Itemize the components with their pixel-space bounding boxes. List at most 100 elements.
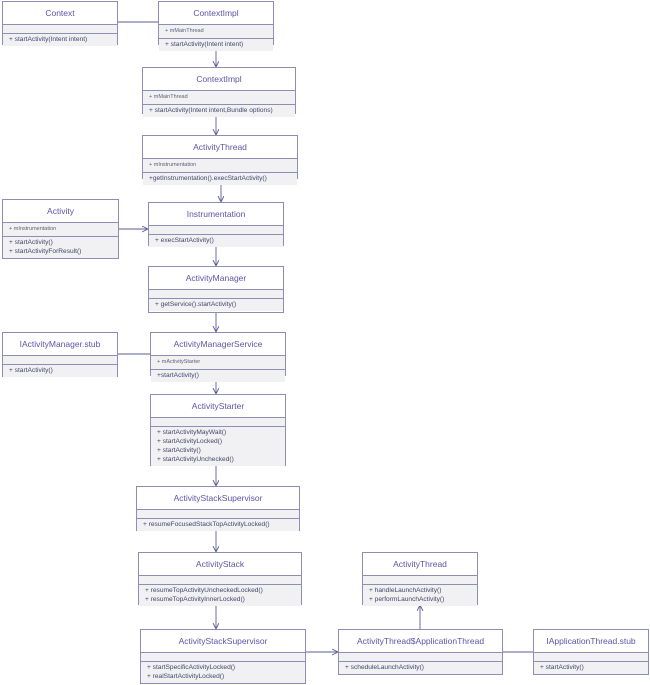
operation: + realStartActivityLocked() xyxy=(147,673,225,680)
attributes xyxy=(363,575,477,584)
class-name: ActivityThread$ApplicationThread xyxy=(356,636,485,646)
attribute: + mActivityStarter xyxy=(157,359,201,365)
class-iactivitymanager-stub: IActivityManager.stub + startActivity() xyxy=(2,332,118,377)
class-activitythread: ActivityThread + mInstrumentation +getIn… xyxy=(142,135,298,185)
class-activitythread-applicationthread: ActivityThread$ApplicationThread + sched… xyxy=(338,629,503,675)
operation: +getInstrumentation().execStartActivity(… xyxy=(149,175,267,182)
operation: + handleLaunchActivity() xyxy=(369,587,442,594)
operations: + execStartActivity() xyxy=(149,234,283,247)
operation: + startActivity(Intent intent) xyxy=(9,36,88,43)
attributes xyxy=(3,24,117,33)
operations: + startActivity(Intent intent) xyxy=(3,33,117,46)
attribute xyxy=(9,357,117,362)
class-activitystarter: ActivityStarter + startActivityMayWait()… xyxy=(150,394,286,466)
operation: +startActivity() xyxy=(157,372,199,379)
attribute: + mInstrumentation xyxy=(149,162,197,168)
attributes: + mMainThread xyxy=(159,24,273,38)
operations: +startActivity() xyxy=(151,369,285,382)
attribute: + mMainThread xyxy=(149,94,188,100)
operation: + startSpecificActivityLocked() xyxy=(147,664,236,671)
operation: + startActivityUnchecked() xyxy=(157,456,234,463)
class-name: ActivityManagerService xyxy=(173,339,263,349)
operation: + startActivity() xyxy=(157,447,201,454)
operation: + execStartActivity() xyxy=(155,237,214,244)
class-name: ActivityStackSupervisor xyxy=(173,493,263,503)
operation: + performLaunchActivity() xyxy=(369,596,445,603)
class-name: IActivityManager.stub xyxy=(19,339,101,349)
operation: + startActivityForResult() xyxy=(9,248,82,255)
operation: + startActivityLocked() xyxy=(157,438,223,445)
operations: +getInstrumentation().execStartActivity(… xyxy=(143,172,297,185)
class-activitythread-right: ActivityThread + handleLaunchActivity() … xyxy=(362,552,478,606)
operation: + startActivity(Intent intent) xyxy=(165,41,244,48)
attribute xyxy=(155,227,283,232)
class-contextimpl-top: ContextImpl + mMainThread + startActivit… xyxy=(158,1,274,51)
class-instrumentation: Instrumentation + execStartActivity() xyxy=(148,202,284,247)
class-name: ActivityThread xyxy=(393,559,447,569)
attribute xyxy=(9,26,117,31)
attributes xyxy=(149,289,283,298)
attributes xyxy=(149,225,283,234)
class-contextimpl: ContextImpl + mMainThread + startActivit… xyxy=(142,67,296,117)
attribute xyxy=(345,654,502,659)
attributes: + mInstrumentation xyxy=(143,158,297,172)
attributes xyxy=(137,509,299,518)
class-iapplicationthread-stub: IApplicationThread.stub + startActivity(… xyxy=(533,629,649,675)
operations: + startActivity() xyxy=(534,661,648,674)
attribute xyxy=(155,291,283,296)
attributes: + mInstrumentation xyxy=(3,222,118,236)
attributes xyxy=(339,652,502,661)
class-name: Context xyxy=(45,8,75,18)
class-name: Instrumentation xyxy=(186,209,246,219)
operations: + scheduleLaunchActivity() xyxy=(339,661,502,674)
class-name: ActivityStarter xyxy=(191,401,245,411)
operations: + getService().startActivity() xyxy=(149,298,283,311)
attribute: + mMainThread xyxy=(165,28,204,34)
class-name: ContextImpl xyxy=(193,8,239,18)
attributes: + mActivityStarter xyxy=(151,355,285,369)
class-context: Context + startActivity(Intent intent) xyxy=(2,1,118,46)
class-activity: Activity + mInstrumentation + startActiv… xyxy=(2,199,119,259)
attribute xyxy=(540,654,648,659)
class-activitystack: ActivityStack + resumeTopActivityUncheck… xyxy=(138,552,302,606)
attribute xyxy=(157,419,285,424)
class-name: Activity xyxy=(47,206,74,216)
attributes xyxy=(139,575,301,584)
operation: + startActivity() xyxy=(9,239,53,246)
attribute xyxy=(143,511,299,516)
class-name: ActivityThread xyxy=(193,142,247,152)
operation: + resumeTopActivityInnerLocked() xyxy=(145,596,245,603)
operation: + resumeFocusedStackTopActivityLocked() xyxy=(143,521,270,528)
attributes xyxy=(151,417,285,426)
operation: + startActivity() xyxy=(9,367,53,374)
class-activitystacksupervisor-top: ActivityStackSupervisor + resumeFocusedS… xyxy=(136,486,300,531)
operations: + startActivity(Intent intent,Bundle opt… xyxy=(143,104,295,117)
attributes xyxy=(534,652,648,661)
attribute xyxy=(369,577,477,582)
attributes xyxy=(141,652,305,661)
attributes: + mMainThread xyxy=(143,90,295,104)
operations: + startActivityMayWait() + startActivity… xyxy=(151,426,285,466)
class-name: ActivityStack xyxy=(195,559,245,569)
operations: + handleLaunchActivity() + performLaunch… xyxy=(363,584,477,606)
operation: + scheduleLaunchActivity() xyxy=(345,664,424,671)
class-name: ActivityStackSupervisor xyxy=(178,636,268,646)
operations: + resumeFocusedStackTopActivityLocked() xyxy=(137,518,299,531)
class-activitystacksupervisor-bottom: ActivityStackSupervisor + startSpecificA… xyxy=(140,629,306,684)
attribute xyxy=(145,577,301,582)
class-activitymanager: ActivityManager + getService().startActi… xyxy=(148,266,284,313)
operations: + startActivity(Intent intent) xyxy=(159,38,273,51)
operations: + resumeTopActivityUncheckedLocked() + r… xyxy=(139,584,301,606)
operation: + startActivity() xyxy=(540,664,584,671)
operations: + startSpecificActivityLocked() + realSt… xyxy=(141,661,305,683)
attribute xyxy=(147,654,305,659)
operations: + startActivity() xyxy=(3,364,117,377)
class-name: ActivityManager xyxy=(185,273,247,283)
class-name: ContextImpl xyxy=(196,74,242,84)
class-activitymanagerservice: ActivityManagerService + mActivityStarte… xyxy=(150,332,286,382)
operation: + startActivityMayWait() xyxy=(157,429,227,436)
operation: + startActivity(Intent intent,Bundle opt… xyxy=(149,107,273,114)
operation: + getService().startActivity() xyxy=(155,301,237,308)
operation: + resumeTopActivityUncheckedLocked() xyxy=(145,587,263,594)
